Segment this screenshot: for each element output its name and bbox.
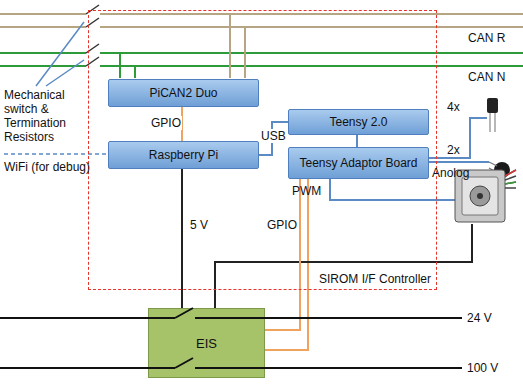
signal-name: PWM [292,184,321,198]
edge-label: GPIO [150,116,182,130]
board-box: Teensy Adaptor Board [288,147,429,179]
switch-blade [175,308,193,318]
edge-label: GPIO [266,218,298,232]
analog-wire [428,161,489,163]
can-wire [0,52,523,54]
node-text: PiCAN2 Duo [149,86,217,100]
count-label: 2x [447,143,460,157]
bus-name: CAN R [468,31,505,45]
eis-box: EIS [148,308,265,378]
leader-line [36,22,84,86]
bus-name: CAN N [468,70,505,84]
bus-100v [0,367,462,369]
node-text: EIS [196,336,217,351]
wire-connector [356,135,358,147]
motor-lead [505,170,516,176]
can-wire [0,26,523,28]
voltage-label: 24 V [467,311,492,325]
motor-face [462,177,498,215]
can-wire [0,13,523,15]
board-box: Teensy 2.0 [288,109,429,135]
node-text: Teensy 2.0 [329,115,387,129]
switch-blade [175,358,193,368]
can-tap [230,14,245,78]
note-text: WiFi (for debug) [4,160,90,174]
board-box: Raspberry Pi [108,141,259,169]
motor-hub [470,186,490,206]
node-text: Teensy Adaptor Board [299,156,417,170]
signal-name: Anolog [432,166,469,180]
voltage-label: 100 V [467,361,498,375]
sensor-icon [487,98,498,113]
controller-frame: SIROM I/F Controller PiCAN2 DuoRaspberry … [88,10,437,290]
wire-connector [265,179,300,330]
motor-leads [505,170,516,188]
gpio-wire [265,178,308,350]
wire-connector [259,122,288,155]
edge-label: 5 V [189,218,209,232]
edge-label: USB [260,129,287,143]
node-text: Raspberry Pi [149,148,218,162]
sensor-lead [490,113,495,132]
wifi-link [4,153,107,155]
node-text: SIROM I/F Controller [319,272,431,286]
motor-lead [505,182,516,184]
motor-power-wire [215,224,472,308]
can-tap [120,53,135,78]
bus-24v [0,317,462,319]
motor-shaft [477,193,483,199]
callout-text: Mechanical switch & Termination Resistor… [4,88,84,144]
board-box: PiCAN2 Duo [108,79,259,107]
wire-connector [181,169,183,308]
can-wire [0,65,523,67]
count-label: 4x [447,100,460,114]
